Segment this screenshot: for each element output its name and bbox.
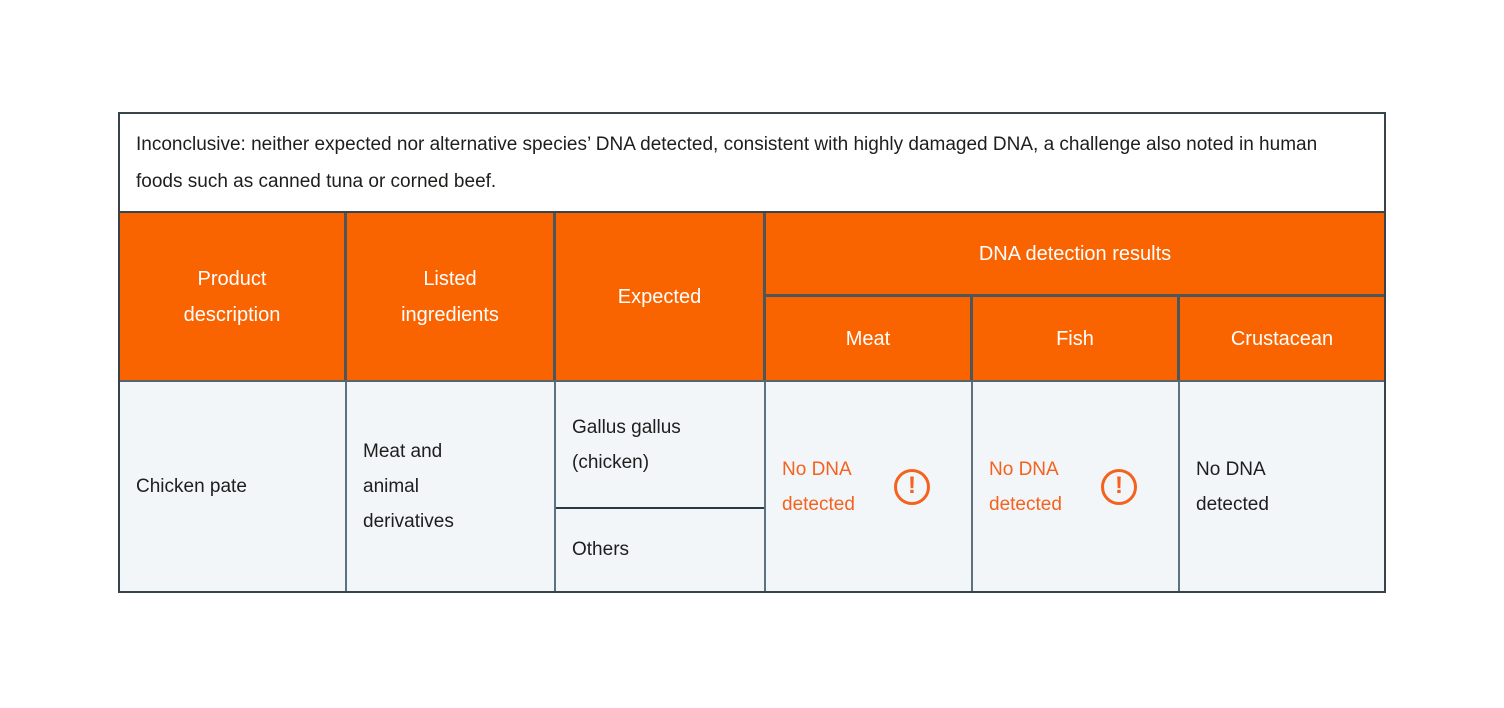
crustacean-result-text: No DNA detected [1196, 458, 1269, 515]
inconclusive-note: Inconclusive: neither expected nor alter… [120, 114, 1384, 213]
fish-result-text: No DNA detected [989, 458, 1062, 515]
listed-ingredients-value: Meat and animal derivatives [363, 441, 454, 532]
dna-detection-table: Inconclusive: neither expected nor alter… [118, 112, 1386, 593]
header-crustacean-label: Crustacean [1230, 327, 1334, 350]
cell-fish-result: No DNA detected ! [973, 382, 1180, 591]
header-expected-label: Expected [617, 285, 702, 308]
expected-species-subcell: Gallus gallus (chicken) [556, 382, 764, 509]
inconclusive-note-text: Inconclusive: neither expected nor alter… [136, 133, 1318, 192]
header-meat-label: Meat [845, 327, 891, 350]
cell-listed-ingredients: Meat and animal derivatives [347, 382, 556, 591]
table-header: Product description Listed ingredients E… [120, 213, 1384, 380]
warning-icon: ! [894, 468, 930, 505]
cell-product-description: Chicken pate [120, 382, 347, 591]
header-crustacean: Crustacean [1180, 297, 1384, 380]
header-expected: Expected [556, 213, 766, 380]
expected-others-value: Others [572, 538, 630, 560]
cell-expected: Gallus gallus (chicken) Others [556, 382, 766, 591]
header-listed-ingredients: Listed ingredients [347, 213, 556, 380]
header-product-description-label: Product description [183, 267, 281, 326]
table-row: Chicken pate Meat and animal derivatives… [120, 380, 1384, 591]
cell-meat-result: No DNA detected ! [766, 382, 973, 591]
expected-others-subcell: Others [556, 509, 764, 589]
header-dna-detection-results-label: DNA detection results [978, 242, 1172, 265]
meat-result-text: No DNA detected [782, 458, 855, 515]
cell-crustacean-result: No DNA detected [1180, 382, 1384, 591]
header-fish-label: Fish [1056, 327, 1094, 350]
header-product-description: Product description [120, 213, 347, 380]
header-meat: Meat [766, 297, 973, 380]
header-fish: Fish [973, 297, 1180, 380]
warning-icon: ! [1101, 468, 1137, 505]
product-description-value: Chicken pate [136, 476, 247, 497]
expected-species-value: Gallus gallus (chicken) [572, 416, 681, 473]
header-dna-detection-results: DNA detection results [766, 213, 1384, 297]
header-listed-ingredients-label: Listed ingredients [401, 267, 499, 326]
